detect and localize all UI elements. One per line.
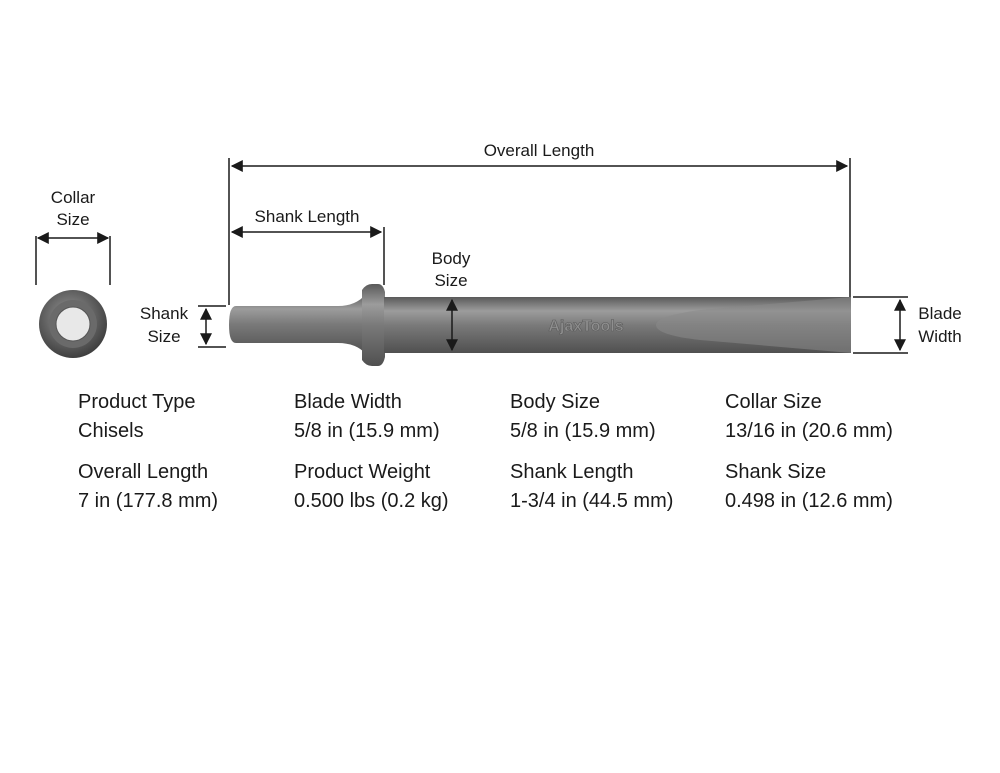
- blade-width-dimension: [853, 296, 908, 354]
- body-size-label-line1: Body: [432, 249, 471, 268]
- overall-length-label: Overall Length: [484, 141, 595, 160]
- blade-width-label-line2: Width: [918, 327, 961, 346]
- body-size-label-line2: Size: [434, 271, 467, 290]
- spec-shank-length: Shank Length 1-3/4 in (44.5 mm): [510, 458, 725, 516]
- collar-size-label-line1: Collar: [51, 188, 96, 207]
- spec-label: Collar Size: [725, 391, 822, 413]
- spec-value: 5/8 in (15.9 mm): [510, 420, 656, 442]
- spec-body-size: Body Size 5/8 in (15.9 mm): [510, 388, 725, 446]
- shank-size-label-line1: Shank: [140, 304, 189, 323]
- spec-label: Shank Length: [510, 461, 634, 483]
- spec-blade-width: Blade Width 5/8 in (15.9 mm): [294, 388, 510, 446]
- shank-length-dimension: [230, 226, 385, 285]
- collar-size-label-line2: Size: [56, 210, 89, 229]
- shank-length-label: Shank Length: [255, 207, 360, 226]
- overall-length-dimension: [228, 158, 851, 305]
- chisel-collar: [362, 284, 385, 366]
- spec-value: 13/16 in (20.6 mm): [725, 420, 893, 442]
- spec-product-weight: Product Weight 0.500 lbs (0.2 kg): [294, 458, 510, 516]
- spec-label: Product Type: [78, 391, 196, 413]
- spec-value: 1-3/4 in (44.5 mm): [510, 490, 674, 512]
- blade-width-label-line1: Blade: [918, 304, 961, 323]
- shank-size-dimension: [198, 305, 226, 348]
- spec-value: 0.498 in (12.6 mm): [725, 490, 893, 512]
- spec-value: 7 in (177.8 mm): [78, 490, 219, 512]
- spec-value: Chisels: [78, 420, 144, 442]
- ajax-tools-logo: AjaxTools: [548, 318, 623, 335]
- chisel-blade-taper: [656, 297, 851, 353]
- spec-collar-size: Collar Size 13/16 in (20.6 mm): [725, 388, 958, 446]
- spec-table: Product Type Chisels Blade Width 5/8 in …: [78, 388, 958, 516]
- spec-label: Product Weight: [294, 461, 431, 483]
- collar-end-view: [35, 232, 111, 358]
- spec-value: 0.500 lbs (0.2 kg): [294, 490, 449, 512]
- spec-label: Blade Width: [294, 391, 402, 413]
- shank-size-label-line2: Size: [147, 327, 180, 346]
- spec-product-type: Product Type Chisels: [78, 388, 294, 446]
- collar-bore: [55, 306, 91, 342]
- chisel-side-view: [229, 284, 851, 366]
- spec-label: Body Size: [510, 391, 601, 413]
- spec-label: Shank Size: [725, 461, 827, 483]
- spec-overall-length: Overall Length 7 in (177.8 mm): [78, 458, 294, 516]
- chisel-shank: [229, 294, 366, 354]
- spec-label: Overall Length: [78, 461, 209, 483]
- spec-value: 5/8 in (15.9 mm): [294, 420, 440, 442]
- spec-shank-size: Shank Size 0.498 in (12.6 mm): [725, 458, 958, 516]
